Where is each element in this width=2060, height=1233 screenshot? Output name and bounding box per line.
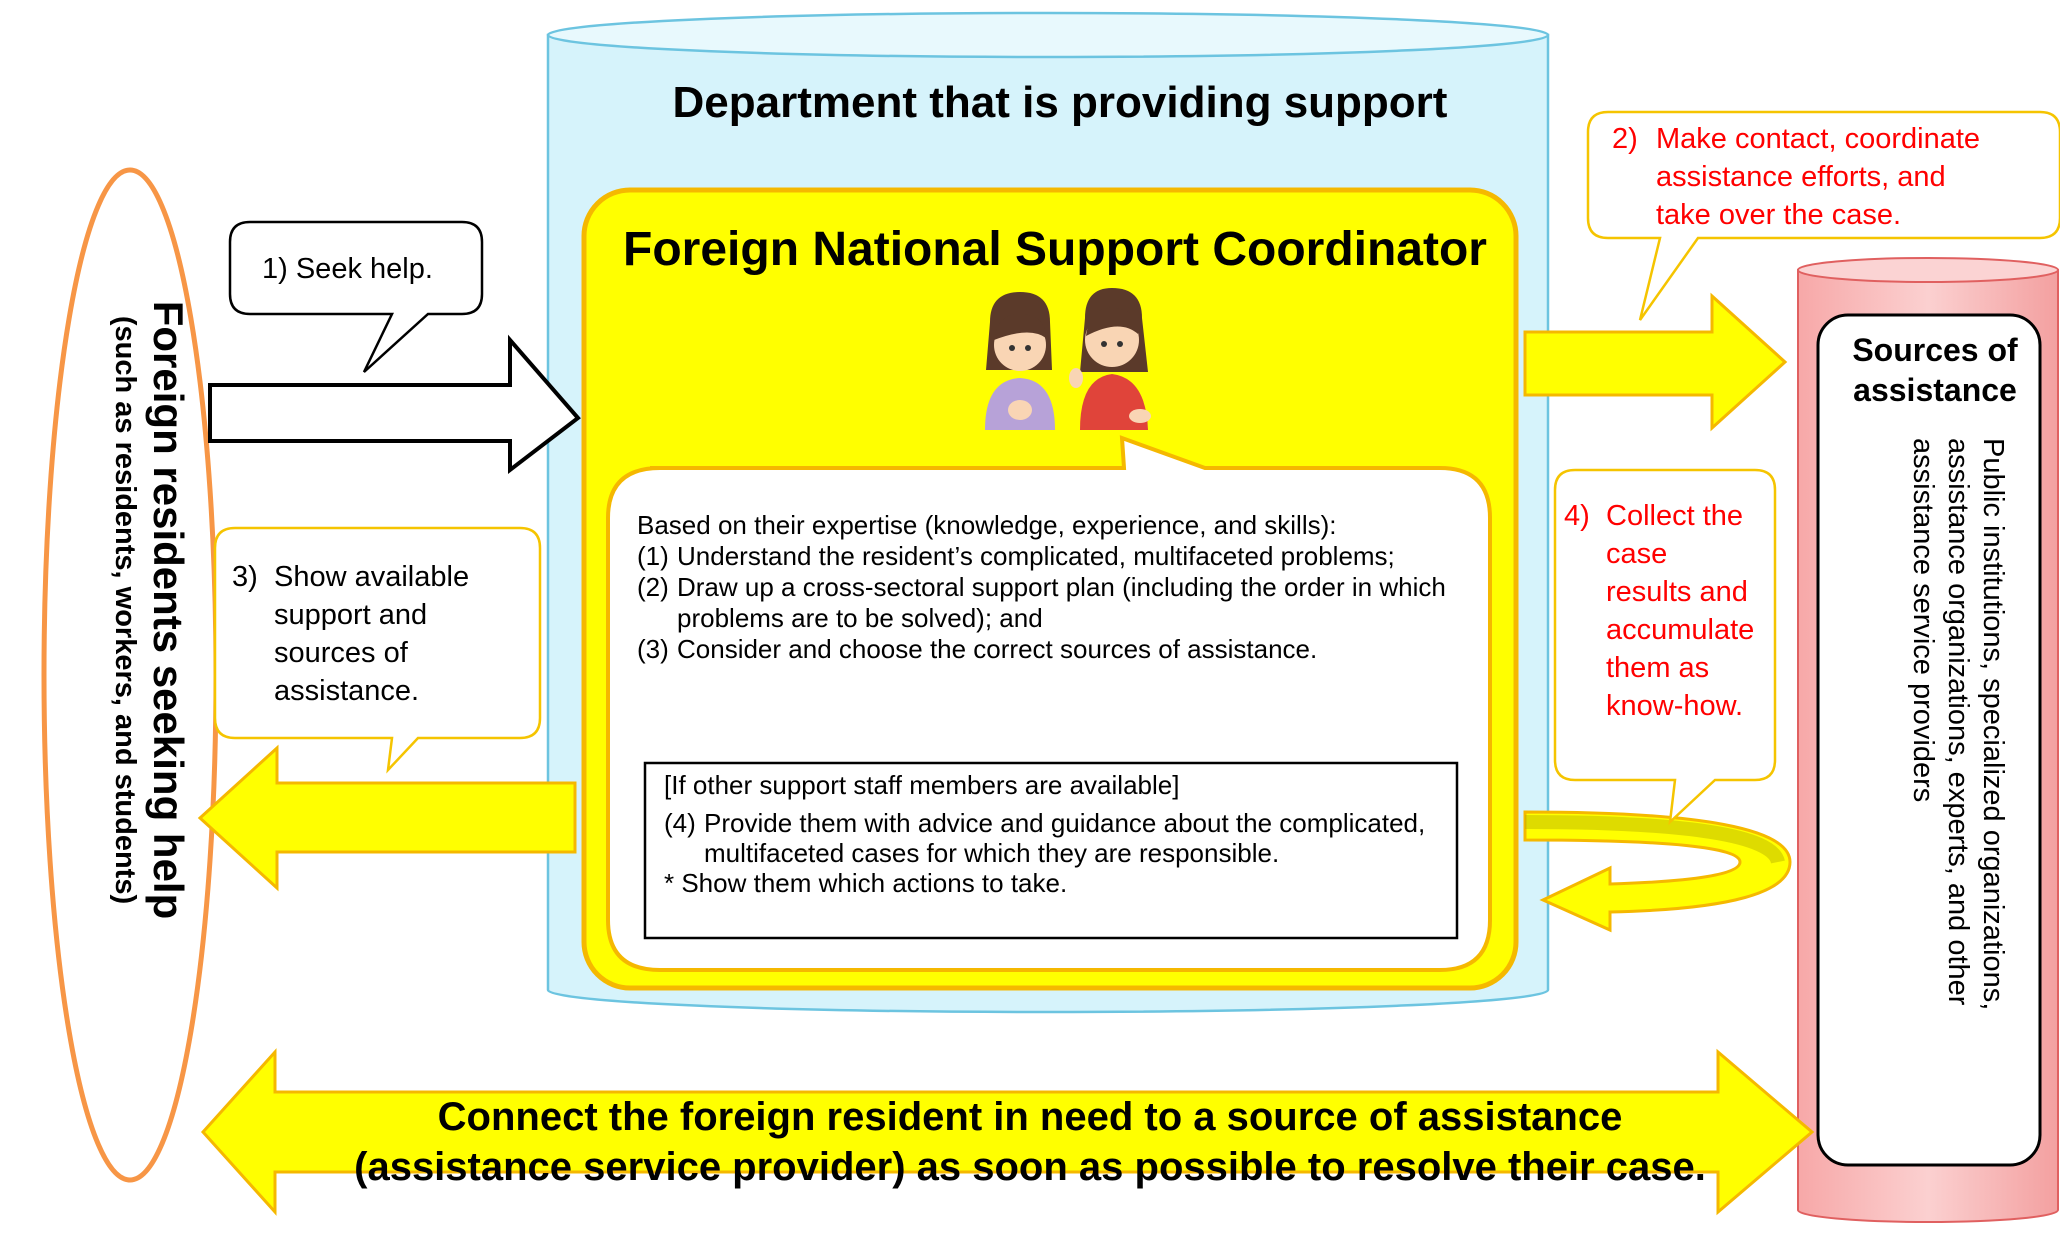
sources-title: Sources of assistance	[1820, 330, 2050, 410]
expertise-item: (2) Draw up a cross-sectoral support pla…	[637, 572, 1477, 634]
callout-seek-help	[228, 220, 484, 373]
sources-title-line: assistance	[1853, 372, 2017, 408]
sources-body-line: assistance organizations, experts, and o…	[1942, 438, 1974, 1006]
expertise-item-num: (3)	[637, 634, 669, 664]
expertise-item-num: (2)	[637, 572, 669, 602]
residents-label: Foreign residents seeking help (such as …	[50, 160, 250, 1060]
callout-show-support-line: assistance.	[274, 675, 420, 707]
staff-note: * Show them which actions to take.	[664, 868, 1068, 898]
callout-collect-line: them as	[1606, 652, 1710, 684]
residents-subtitle: (such as residents, workers, and student…	[109, 315, 141, 905]
residents-title: Foreign residents seeking help	[145, 300, 192, 920]
callout-show-support-text: 3) Show available support and sources of…	[232, 558, 532, 710]
sources-body-line: Public institutions, specialized organiz…	[1977, 438, 2009, 1011]
expertise-item-text: Understand the resident’s complicated, m…	[677, 541, 1395, 571]
staff-item-num: (4)	[664, 808, 696, 838]
sources-cylinder	[1797, 257, 2059, 1223]
callout-contact-num: 2)	[1612, 123, 1638, 155]
sources-title-line: Sources of	[1852, 332, 2018, 368]
callout-collect-line: results and	[1606, 576, 1748, 608]
callout-contact	[1586, 110, 2060, 321]
seek-help-arrow	[208, 334, 581, 475]
callout-collect-text: 4) Collect the case results and accumula…	[1564, 497, 1769, 725]
show-support-arrow	[197, 744, 577, 892]
department-title: Department that is providing support	[672, 78, 1448, 127]
staff-box	[643, 761, 1459, 940]
callout-collect-line: Collect the	[1606, 500, 1744, 532]
expertise-intro: Based on their expertise (knowledge, exp…	[637, 510, 1337, 540]
connect-arrow	[200, 1048, 1815, 1216]
callout-collect-line: case	[1606, 538, 1668, 570]
callout-collect-line: know-how.	[1606, 690, 1744, 722]
callout-collect-num: 4)	[1564, 500, 1590, 532]
sources-body-line: assistance service providers	[1907, 438, 1939, 803]
callout-seek-help-text: 1) Seek help.	[262, 253, 433, 285]
expertise-item: (3) Consider and choose the correct sour…	[637, 634, 1477, 665]
callout-show-support-line: Show available	[274, 561, 470, 593]
staff-item: (4) Provide them with advice and guidanc…	[664, 808, 1454, 868]
expertise-item-text: Consider and choose the correct sources …	[677, 634, 1318, 664]
two-coordinators-illustration	[985, 288, 1151, 430]
staff-header: [If other support staff members are avai…	[664, 770, 1180, 800]
callout-show-support	[213, 526, 542, 774]
coordinator-title: Foreign National Support Coordinator	[623, 223, 1487, 276]
callout-contact-text: 2) Make contact, coordinate assistance e…	[1612, 120, 2052, 234]
callout-contact-line: assistance efforts, and	[1656, 161, 1946, 193]
callout-show-support-line: sources of	[274, 637, 408, 669]
callout-show-support-line: support and	[274, 599, 428, 631]
staff-text: [If other support staff members are avai…	[664, 770, 1454, 898]
callout-show-support-num: 3)	[232, 561, 258, 593]
expertise-text: Based on their expertise (knowledge, exp…	[637, 510, 1477, 665]
callout-contact-line: Make contact, coordinate	[1656, 123, 1981, 155]
expertise-item: (1) Understand the resident’s complicate…	[637, 541, 1477, 572]
sources-description: Public institutions, specialized organiz…	[1870, 438, 2010, 1138]
expertise-item-text: Draw up a cross-sectoral support plan (i…	[677, 572, 1446, 633]
connect-line: (assistance service provider) as soon as…	[354, 1145, 1706, 1189]
expertise-item-num: (1)	[637, 541, 669, 571]
collect-results-arrow	[1523, 810, 1792, 933]
callout-collect	[1553, 468, 1777, 826]
contact-arrow	[1523, 292, 1788, 432]
connect-text: Connect the foreign resident in need to …	[230, 1092, 1830, 1192]
staff-item-text: Provide them with advice and guidance ab…	[704, 808, 1426, 868]
callout-contact-line: take over the case.	[1656, 199, 1902, 231]
connect-line: Connect the foreign resident in need to …	[437, 1095, 1623, 1139]
callout-collect-line: accumulate	[1606, 614, 1755, 646]
